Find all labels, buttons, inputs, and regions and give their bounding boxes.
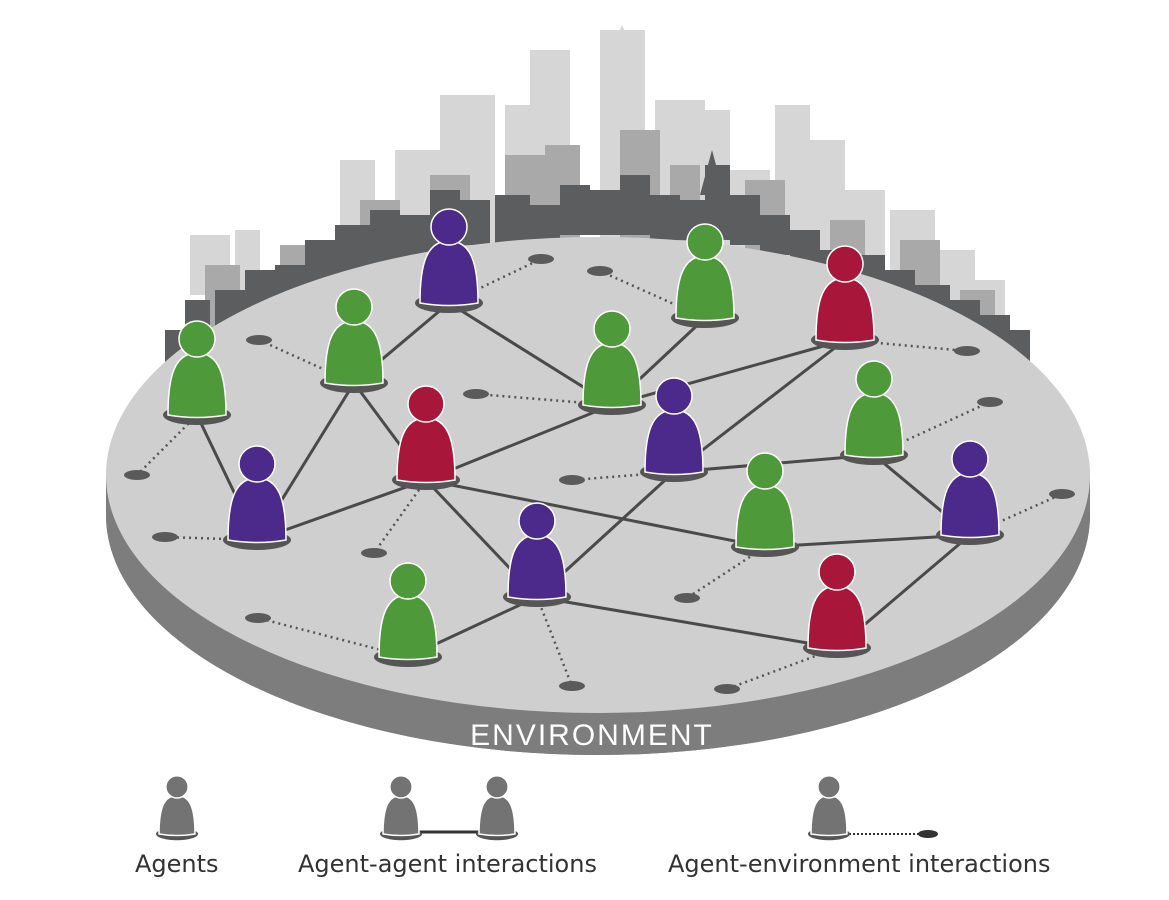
agent-red [392, 385, 460, 490]
environment-node [977, 397, 1003, 407]
agent-purple [936, 440, 1004, 545]
agent-green [578, 310, 646, 415]
environment-node [124, 470, 150, 480]
environment-node [559, 475, 585, 485]
environment-node [246, 335, 272, 345]
agent-purple [223, 445, 291, 550]
legend-environment-node [918, 830, 938, 838]
legend-agent-icon [475, 774, 519, 841]
agent-green [840, 360, 908, 465]
agent-agent-link [611, 338, 846, 407]
agent-green [163, 320, 231, 425]
agent-red [803, 553, 871, 658]
agent-green [374, 562, 442, 667]
agent-green [671, 223, 739, 328]
agent-environment-link [571, 470, 675, 482]
agent-purple [640, 377, 708, 482]
environment-node [361, 548, 387, 558]
agent-environment-link [136, 414, 198, 476]
agent-agent-link [425, 403, 613, 482]
agent-green [731, 452, 799, 557]
agent-green [320, 288, 388, 393]
legend-agent-icon [379, 774, 423, 841]
agent-purple [415, 208, 483, 313]
agent-purple [503, 502, 571, 607]
environment-node [954, 346, 980, 356]
legend-agents-label: Agents [135, 850, 219, 878]
agents [163, 208, 1004, 667]
legend-agent-environment-label: Agent-environment interactions [668, 850, 1051, 878]
agent-red [811, 245, 879, 350]
environment-node [674, 593, 700, 603]
agent-agent-link [536, 595, 838, 650]
legend-agent-icon [155, 774, 199, 841]
agent-agent-link [764, 533, 971, 549]
legend-agent-icon [807, 774, 851, 841]
environment-node [245, 613, 271, 623]
agent-agent-link [425, 478, 766, 549]
agent-environment-link [844, 338, 968, 353]
environment-node [559, 681, 585, 691]
environment-node [1049, 489, 1075, 499]
environment-node [152, 532, 178, 542]
legend-agent-agent-label: Agent-agent interactions [298, 850, 597, 878]
agent-environment-link [535, 596, 574, 687]
environment-label: ENVIRONMENT [470, 719, 714, 752]
legend-icons [155, 774, 938, 841]
environment-node [714, 684, 740, 694]
environment-node [528, 254, 554, 264]
agent-environment-link [448, 257, 542, 305]
environment-node [587, 266, 613, 276]
environment-node [463, 389, 489, 399]
